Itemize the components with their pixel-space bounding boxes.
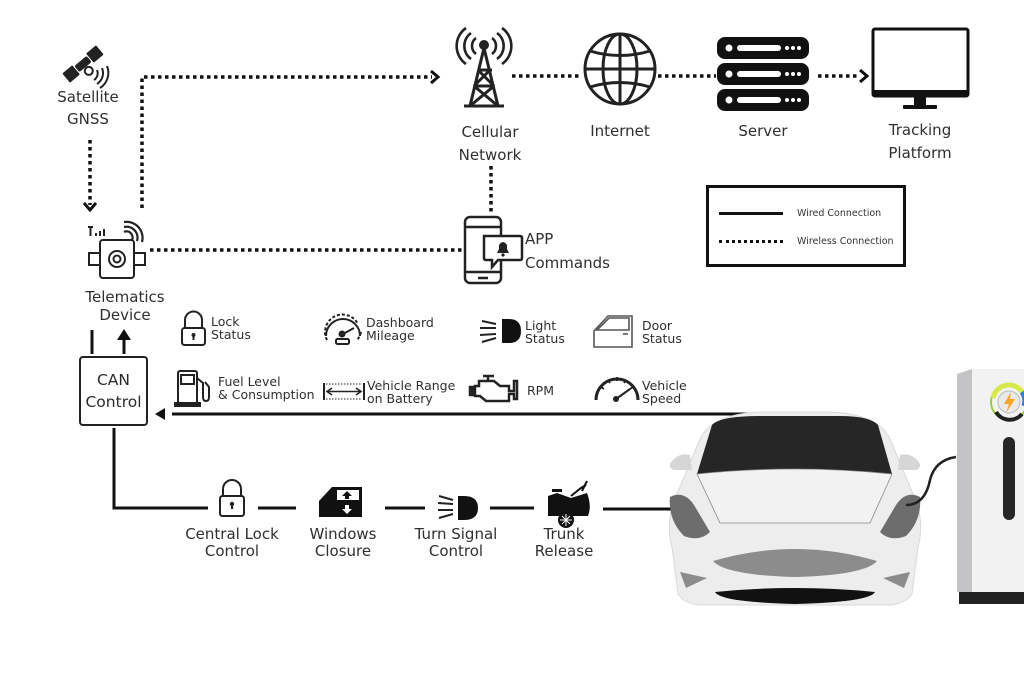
signal-vehicle-range: Vehicle Range on Battery (367, 379, 455, 405)
control-windows-closure: Windows Closure (293, 526, 393, 560)
legend-wireless-row: Wireless Connection (719, 236, 894, 247)
satellite-label-line2: GNSS (67, 110, 109, 128)
server-icon (717, 37, 809, 111)
signal-rpm: RPM (527, 384, 554, 397)
lock-icon (181, 310, 206, 346)
legend-wireless-swatch (719, 240, 783, 243)
telematics-device-icon (88, 239, 146, 279)
server-label: Server (738, 122, 788, 140)
signal-label-line1: Fuel Level (218, 374, 281, 389)
signal-label-line1: Light (525, 318, 557, 333)
arrowhead-to-telematics (82, 202, 98, 213)
tracking-label-line1: Tracking (888, 121, 952, 139)
tracking-label-line2: Platform (888, 144, 952, 162)
dashboard-gauge-icon (324, 313, 362, 345)
link-can-to-controls (112, 428, 208, 510)
signal-label-line2: Speed (642, 391, 682, 406)
can-label-line2: Control (85, 393, 142, 411)
arrowhead-to-telematics-wired (117, 329, 131, 340)
signal-label-line2: Mileage (366, 328, 415, 343)
satellite-icon (62, 45, 104, 83)
central-lock-icon (219, 479, 245, 517)
signal-fuel-level: Fuel Level & Consumption (218, 375, 315, 401)
control-label-line2: Control (204, 542, 260, 560)
control-label-line1: Windows (309, 525, 377, 543)
cellular-label-line1: Cellular (461, 123, 519, 141)
signal-dashboard-mileage: Dashboard Mileage (366, 316, 434, 342)
signal-vehicle-speed: Vehicle Speed (642, 379, 687, 405)
control-label-line1: Turn Signal (414, 525, 498, 543)
car-door-icon (593, 315, 633, 348)
legend-wired-swatch (719, 212, 783, 215)
signal-bars-icon (88, 226, 105, 236)
car-window-icon (319, 487, 362, 517)
charging-status-ring-icon (990, 382, 1024, 422)
control-label-line2: Closure (314, 542, 372, 560)
satellite-signal-icon (93, 65, 110, 89)
speedometer-icon (594, 377, 640, 402)
control-label-line1: Trunk (543, 525, 585, 543)
internet-label: Internet (590, 122, 650, 140)
signal-label-line1: Vehicle Range (367, 378, 456, 393)
control-turn-signal: Turn Signal Control (396, 526, 516, 560)
app-label: APP Commands (525, 227, 610, 275)
arrowhead-to-can (155, 408, 165, 420)
range-arrow-icon (323, 383, 365, 400)
control-central-lock: Central Lock Control (172, 526, 292, 560)
legend-wired-label: Wired Connection (797, 208, 882, 219)
app-label-line2: Commands (525, 254, 610, 272)
smartphone-notification-icon (463, 215, 524, 285)
cell-tower-icon (455, 26, 513, 108)
satellite-label-line1: Satellite (57, 88, 119, 106)
signal-label-line1: RPM (527, 383, 555, 398)
legend-wireless-label: Wireless Connection (797, 236, 894, 247)
satellite-label: Satellite GNSS (48, 88, 128, 128)
signal-label-line1: Vehicle (642, 378, 687, 393)
signal-door-status: Door Status (642, 319, 682, 345)
signal-label-line2: Status (211, 327, 251, 342)
control-label-line1: Central Lock (185, 525, 279, 543)
legend-wired-row: Wired Connection (719, 208, 881, 219)
wireless-links (88, 74, 858, 252)
monitor-icon (871, 27, 970, 109)
control-label-line2: Control (428, 542, 484, 560)
can-label-line1: CAN (96, 371, 131, 389)
globe-icon (583, 32, 657, 106)
fuel-pump-icon (174, 370, 210, 407)
signal-label-line1: Dashboard (366, 315, 434, 330)
signal-label-line2: Status (525, 331, 565, 346)
arrowhead-to-cellular (430, 69, 441, 85)
can-control-box: CAN Control (79, 356, 148, 426)
signal-label-line1: Door (642, 318, 673, 333)
link-telematics-to-cellular (140, 75, 432, 208)
signal-label-line2: & Consumption (218, 387, 315, 402)
signal-lock-status: Lock Status (211, 315, 251, 341)
ev-charger-illustration (957, 369, 1024, 604)
signal-label-line1: Lock (211, 314, 240, 329)
arrowhead-to-tracking (859, 68, 870, 84)
control-trunk-release: Trunk Release (524, 526, 604, 560)
signal-label-line2: on Battery (367, 391, 433, 406)
wired-links (90, 330, 766, 511)
app-label-line1: APP (525, 230, 554, 248)
wifi-signal-icon (123, 220, 144, 243)
signal-light-status: Light Status (525, 319, 565, 345)
charging-cable (905, 455, 957, 507)
legend: Wired Connection Wireless Connection (706, 185, 906, 267)
turn-signal-icon (437, 495, 478, 520)
telematics-label: Telematics Device (75, 288, 175, 324)
telematics-label-line2: Device (99, 306, 151, 324)
trunk-icon (548, 480, 590, 528)
electric-car-illustration (668, 411, 922, 606)
telematics-label-line1: Telematics (85, 288, 165, 306)
cellular-label-line2: Network (458, 146, 522, 164)
cellular-label: Cellular Network (440, 121, 540, 167)
engine-icon (468, 374, 519, 403)
control-label-line2: Release (534, 542, 594, 560)
signal-label-line2: Status (642, 331, 682, 346)
headlight-icon (479, 319, 521, 343)
tracking-label: Tracking Platform (870, 119, 970, 165)
